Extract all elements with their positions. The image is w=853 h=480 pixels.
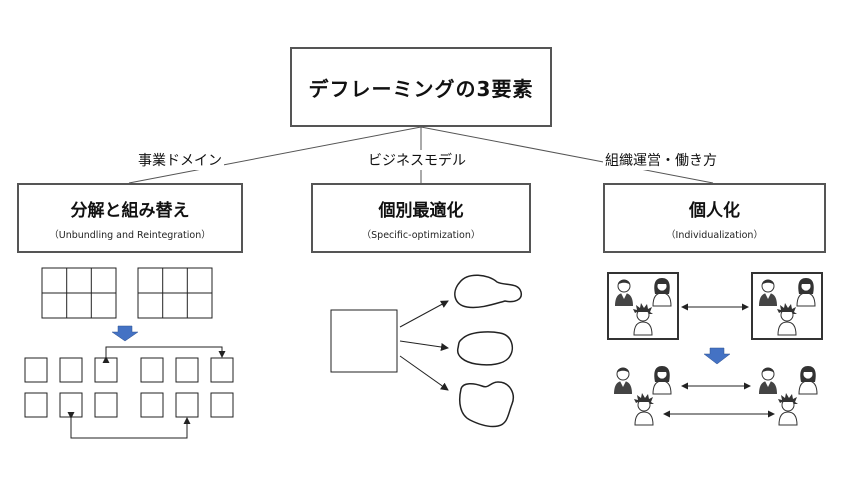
category-box-optimization: 個別最適化 （Specific-optimization） — [311, 183, 531, 253]
blob-shape-1 — [454, 274, 523, 309]
reintegration-arrow-top — [102, 346, 226, 363]
branch-label-organization: 組織運営・働き方 — [603, 150, 719, 170]
category-heading: 分解と組み替え — [70, 200, 190, 221]
blob-shape-3 — [458, 381, 514, 428]
blob-shape-2 — [456, 331, 513, 366]
optimization-illustration — [330, 274, 523, 428]
title-box: デフレーミングの3要素 — [290, 47, 552, 127]
person-man-icon — [613, 367, 633, 395]
diagram-title: デフレーミングの3要素 — [308, 76, 534, 101]
category-subheading: （Individualization） — [666, 229, 763, 241]
category-subheading: （Unbundling and Reintegration） — [49, 229, 211, 241]
unbundling-illustration — [24, 267, 234, 439]
branch-label-business-domain: 事業ドメイン — [136, 150, 224, 170]
bundle-grid-right — [137, 267, 213, 319]
category-box-unbundling: 分解と組み替え （Unbundling and Reintegration） — [17, 183, 243, 253]
source-square — [330, 309, 398, 373]
person-woman-icon — [796, 277, 816, 307]
person-spiky-hair-icon — [633, 392, 655, 426]
person-woman-icon — [652, 277, 672, 307]
bundle-grid-left — [41, 267, 117, 319]
category-box-individualization: 個人化 （Individualization） — [603, 183, 826, 253]
category-subheading: （Specific-optimization） — [361, 229, 481, 241]
down-arrow-left — [111, 325, 139, 342]
person-spiky-hair-icon — [777, 392, 799, 426]
person-woman-icon — [652, 365, 672, 395]
category-heading: 個人化 — [689, 200, 740, 221]
branch-label-business-model: ビジネスモデル — [366, 150, 468, 170]
down-arrow-right — [703, 347, 731, 365]
unbundled-pieces — [24, 357, 234, 418]
person-man-icon — [758, 367, 778, 395]
reintegration-arrow-bottom — [67, 412, 191, 439]
individualization-illustration — [607, 272, 823, 426]
person-woman-icon — [798, 365, 818, 395]
category-heading: 個別最適化 — [378, 200, 464, 221]
